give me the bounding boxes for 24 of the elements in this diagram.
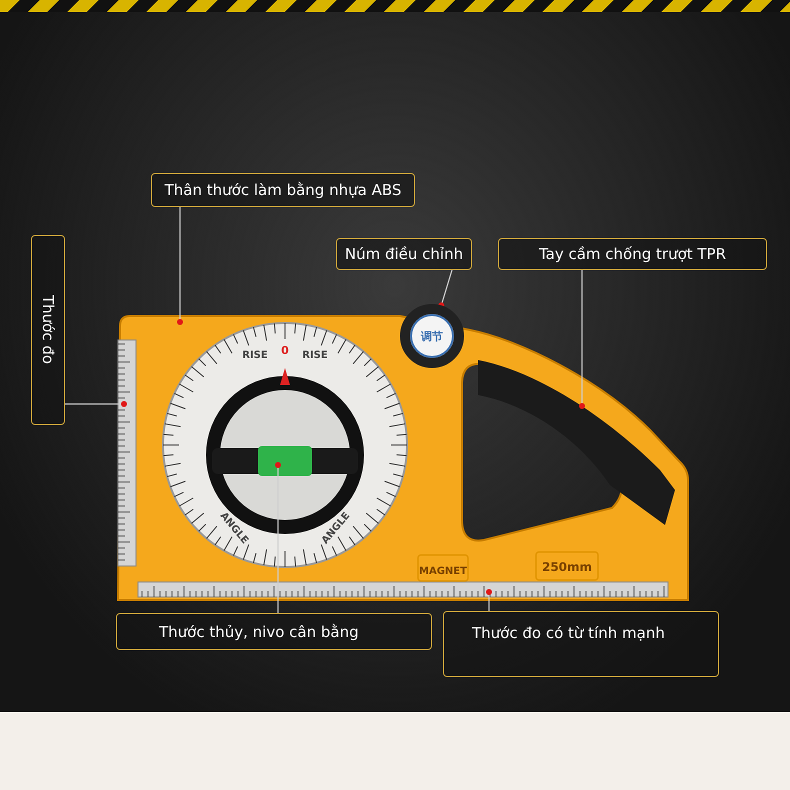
length-label: 250mm	[542, 560, 592, 574]
callout-box	[498, 238, 767, 270]
callout-label: Núm điều chỉnh	[344, 245, 464, 263]
leader-line	[486, 589, 492, 611]
callout-box	[443, 611, 719, 677]
callout-box	[336, 238, 472, 270]
dial-label: RISE	[302, 350, 328, 361]
callout-label: Thước đo có từ tính mạnh	[472, 624, 665, 642]
dial-label: 0	[281, 344, 289, 357]
dial-label: RISE	[242, 350, 268, 361]
leader-line	[65, 401, 127, 407]
callout-box	[151, 173, 415, 207]
callout-box	[31, 235, 65, 425]
leader-line	[177, 207, 183, 325]
leader-line	[275, 462, 281, 613]
leader-line	[579, 270, 585, 409]
callout-label: Thân thước làm bằng nhựa ABS	[164, 181, 402, 199]
magnet-label: MAGNET	[419, 566, 467, 577]
callout-label: Tay cầm chống trượt TPR	[538, 245, 726, 263]
callout-label: Thước thủy, nivo cân bằng	[159, 622, 359, 640]
callout-box	[116, 613, 432, 650]
callout-label: Thước đo	[39, 295, 57, 365]
leader-line	[438, 270, 453, 308]
undefined: 调节	[421, 328, 443, 344]
